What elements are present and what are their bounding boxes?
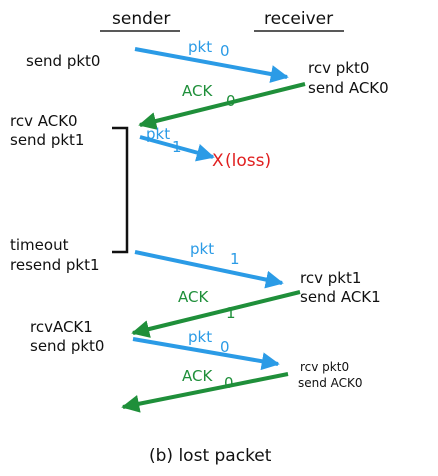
sender-event-send-pkt1: send pkt1 [10, 131, 84, 149]
ack0-second-arrow [121, 372, 289, 413]
pkt1-lost-label: pkt [146, 125, 170, 143]
pkt0-seq: 0 [220, 42, 230, 60]
sender-event-send-pkt0-again: send pkt0 [30, 337, 104, 355]
pkt0-label: pkt [188, 38, 212, 56]
receiver-event-send-ack0: send ACK0 [308, 79, 389, 97]
sender-event-timeout: timeout [10, 236, 69, 254]
pkt0-second-label: pkt [188, 328, 212, 346]
sender-event-rcv-ack0: rcv ACK0 [10, 112, 78, 130]
ack0-second-label: ACK [182, 367, 213, 385]
loss-label: (loss) [225, 151, 271, 171]
pkt1-resend-label: pkt [190, 240, 214, 258]
receiver-event-send-ack0-again: send ACK0 [298, 376, 363, 390]
sender-event-send-pkt0: send pkt0 [26, 52, 100, 70]
ack1-label: ACK [178, 288, 209, 306]
pkt0-second-seq: 0 [220, 338, 230, 356]
receiver-header: receiver [264, 9, 333, 29]
pkt0-arrow [134, 47, 289, 83]
pkt1-lost-seq: 1 [172, 138, 182, 156]
ack1-arrow [131, 290, 301, 338]
pkt1-lost-arrow [139, 135, 215, 162]
pkt0-second-arrow [132, 337, 280, 371]
sender-header: sender [112, 9, 170, 29]
pkt1-resend-arrow [134, 250, 284, 289]
ack0-seq: 0 [226, 92, 236, 110]
receiver-event-rcv-pkt0-again: rcv pkt0 [300, 360, 349, 374]
loss-mark-icon: X [212, 151, 224, 171]
ack0-second-seq: 0 [224, 374, 234, 392]
sender-event-resend-pkt1: resend pkt1 [10, 256, 100, 274]
ack0-label: ACK [182, 82, 213, 100]
receiver-event-rcv-pkt0: rcv pkt0 [308, 59, 369, 77]
receiver-event-rcv-pkt1: rcv pkt1 [300, 269, 361, 287]
pkt1-resend-seq: 1 [230, 250, 240, 268]
receiver-event-send-ack1: send ACK1 [300, 288, 381, 306]
timeout-bracket [112, 126, 129, 254]
sender-event-rcv-ack1: rcvACK1 [30, 318, 93, 336]
ack1-seq: 1 [226, 304, 236, 322]
ack0-arrow [138, 82, 306, 130]
diagram-caption: (b) lost packet [149, 446, 272, 466]
